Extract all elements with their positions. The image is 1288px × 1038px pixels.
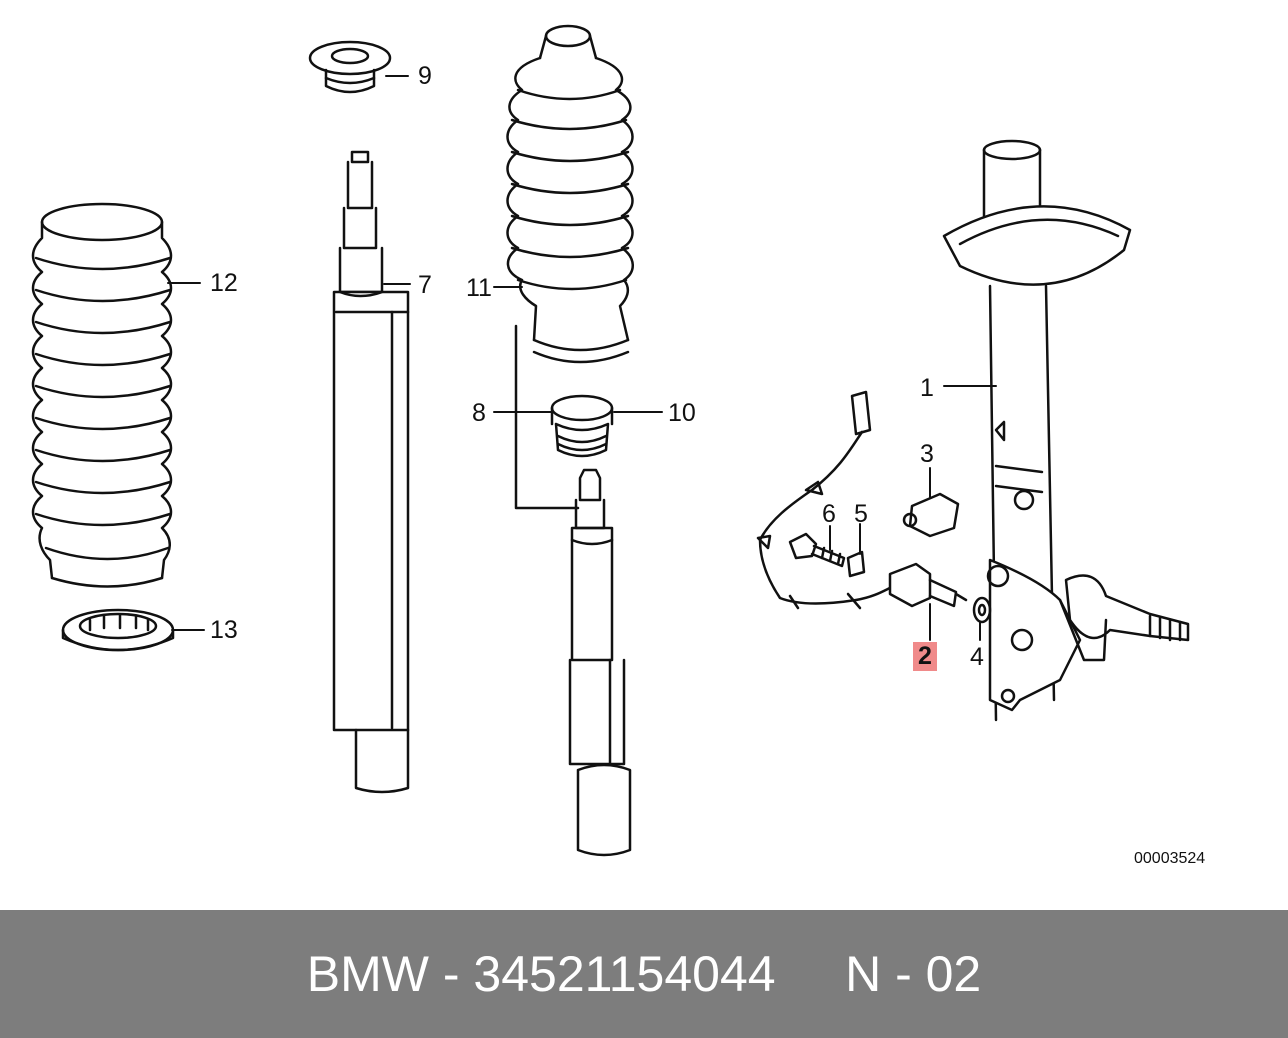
callout-1[interactable]: 1 xyxy=(920,374,934,402)
sensor-part-2 xyxy=(756,390,968,610)
shock-absorber-part-7 xyxy=(332,150,410,794)
callout-12[interactable]: 12 xyxy=(210,269,238,297)
figure-id: 00003524 xyxy=(1134,850,1206,867)
callout-7[interactable]: 7 xyxy=(418,271,432,299)
clip-part-5 xyxy=(846,550,866,578)
bellows-part-12 xyxy=(31,202,173,588)
leader-lines xyxy=(167,75,997,641)
callout-4[interactable]: 4 xyxy=(970,643,984,671)
footer-brand: BMW xyxy=(306,946,429,1002)
callout-2-highlighted[interactable]: 2 xyxy=(913,642,937,671)
callout-10[interactable]: 10 xyxy=(668,399,696,427)
group-line-8 xyxy=(514,324,580,510)
ring-part-13 xyxy=(61,608,175,652)
strut-part-1 xyxy=(942,139,1190,722)
bellows-part-11 xyxy=(506,24,634,364)
footer-bar: BMW - 34521154044 N - 02 xyxy=(0,910,1288,1038)
footer-part-number: 34521154044 xyxy=(473,946,776,1002)
footer-variant: N - 02 xyxy=(845,946,982,1002)
clamp-part-3 xyxy=(902,492,960,538)
callout-11[interactable]: 11 xyxy=(466,274,492,302)
callout-8[interactable]: 8 xyxy=(472,399,486,427)
bolt-part-6 xyxy=(788,532,846,568)
washer-part-4 xyxy=(972,596,992,624)
callout-5[interactable]: 5 xyxy=(854,500,868,528)
callout-3[interactable]: 3 xyxy=(920,440,934,468)
footer-separator: - xyxy=(428,946,474,1002)
callout-13[interactable]: 13 xyxy=(210,616,238,644)
footer-gap xyxy=(776,945,845,1003)
callout-9[interactable]: 9 xyxy=(418,62,432,90)
parts-diagram xyxy=(31,24,1190,857)
cartridge-part-8-lower xyxy=(568,468,632,857)
callout-6[interactable]: 6 xyxy=(822,500,836,528)
cap-part-9 xyxy=(308,40,392,94)
nut-part-8-10 xyxy=(550,394,614,458)
